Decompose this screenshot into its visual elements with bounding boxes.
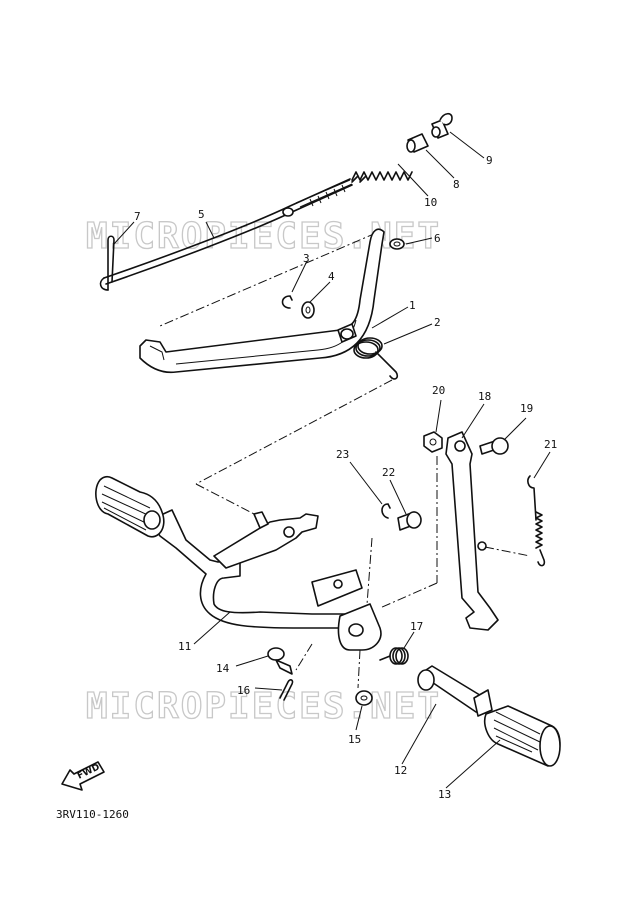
- footrest-shaft: [417, 665, 493, 717]
- circlip-3: [281, 295, 293, 309]
- reference-lines: [159, 232, 531, 689]
- callout-22: 22: [382, 466, 395, 479]
- callout-9: 9: [486, 154, 493, 167]
- bolt-19: [479, 437, 509, 455]
- callout-17: 17: [410, 620, 423, 633]
- callout-8: 8: [453, 178, 460, 191]
- callout-21: 21: [544, 438, 557, 451]
- left-footrest-grip: [95, 475, 165, 538]
- callout-4: 4: [328, 270, 335, 283]
- callout-19: 19: [520, 402, 533, 415]
- sidestand-spring: [527, 475, 546, 567]
- bolt-22: [397, 511, 422, 531]
- callouts: 1 2 3 4 5 6 7 8 9 10 11 12 13 14 15 16 1…: [134, 154, 557, 801]
- cotter-pin-16: [279, 679, 294, 701]
- callout-10: 10: [424, 196, 437, 209]
- callout-20: 20: [432, 384, 445, 397]
- wing-nut: [431, 112, 453, 139]
- collar: [406, 133, 429, 153]
- callout-1: 1: [409, 299, 416, 312]
- footrest-bracket: [149, 509, 382, 651]
- washer-6: [389, 238, 405, 250]
- brake-pedal: [139, 228, 385, 374]
- washer-4: [301, 301, 315, 319]
- callout-13: 13: [438, 788, 451, 801]
- watermark-bottom: MICROPIECES.NET: [86, 686, 441, 727]
- circlip-23: [381, 503, 391, 519]
- callout-15: 15: [348, 733, 361, 746]
- right-footrest-grip: [483, 705, 561, 767]
- cotter-pin: [107, 235, 115, 291]
- nut-20: [423, 431, 443, 453]
- callout-12: 12: [394, 764, 407, 777]
- fwd-arrow-icon: FWD: [61, 761, 105, 791]
- diagram-code: 3RV110-1260: [56, 808, 129, 821]
- callout-14: 14: [216, 662, 230, 675]
- callout-5: 5: [198, 208, 205, 221]
- callout-3: 3: [303, 252, 310, 265]
- callout-2: 2: [434, 316, 441, 329]
- washer-15: [355, 690, 373, 706]
- callout-16: 16: [237, 684, 250, 697]
- callout-18: 18: [478, 390, 491, 403]
- pedal-spring: [353, 337, 399, 380]
- sidestand: [445, 431, 499, 631]
- shift-rod: [99, 178, 353, 291]
- footrest-spring: [379, 647, 409, 665]
- callout-23: 23: [336, 448, 349, 461]
- leader-lines: [113, 131, 551, 789]
- callout-6: 6: [434, 232, 441, 245]
- callout-11: 11: [178, 640, 191, 653]
- callout-7: 7: [134, 210, 141, 223]
- rod-spring: [351, 171, 413, 183]
- pin-14: [267, 647, 293, 675]
